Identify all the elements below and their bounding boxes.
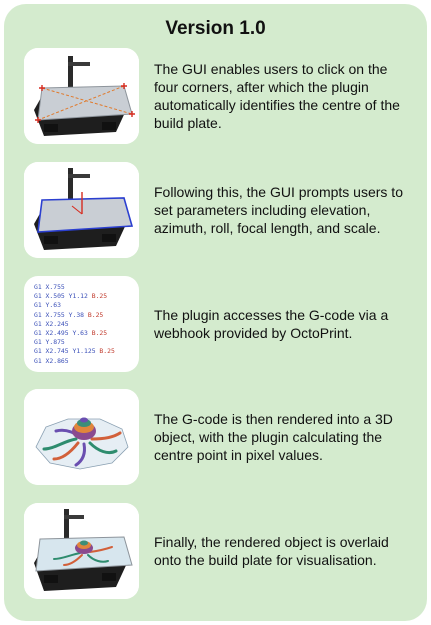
- step-4: The G-code is then rendered into a 3D ob…: [24, 389, 424, 485]
- step-1-text: The GUI enables users to click on the fo…: [154, 61, 400, 131]
- step-2-text: Following this, the GUI prompts users to…: [154, 184, 403, 236]
- step-5-text: Finally, the rendered object is overlaid…: [154, 534, 389, 568]
- gcode-line-code: G1 X.755 Y.38: [34, 310, 85, 319]
- gcode-line: G1 X.755 Y.38 B.25: [34, 311, 134, 320]
- gcode-line: G1 X2.745 Y1.125 B.25: [34, 347, 134, 356]
- printer-bed-parameters-image: [24, 162, 139, 258]
- panel-title: Version 1.0: [165, 18, 266, 39]
- step-3-text: The plugin accesses the G-code via a web…: [154, 307, 389, 341]
- gcode-line-code: G1 X2.495 Y.63: [34, 329, 88, 338]
- gcode-line-code: G1 X2.245: [34, 319, 69, 328]
- gcode-line: G1 X.505 Y1.12 B.25: [34, 292, 134, 301]
- gcode-line: G1 X2.495 Y.63 B.25: [34, 329, 134, 338]
- gcode-line-code: G1 X2.865: [34, 356, 69, 365]
- gcode-line: G1 X2.245: [34, 320, 134, 329]
- version-panel: Version 1.0 The GUI en: [4, 4, 427, 621]
- overlay-on-bed-image: [24, 503, 139, 599]
- step-5: Finally, the rendered object is overlaid…: [24, 503, 424, 599]
- gcode-line-code: G1 Y.875: [34, 338, 65, 347]
- printer-bed-corners-image: [24, 48, 139, 144]
- rendered-3d-object-image: [24, 389, 139, 485]
- gcode-line-extra: B.25: [84, 310, 104, 319]
- gcode-line-code: G1 X.505 Y1.12: [34, 292, 88, 301]
- gcode-line-extra: B.25: [95, 347, 115, 356]
- gcode-line-extra: B.25: [87, 329, 108, 338]
- gcode-line-code: G1 Y.63: [34, 301, 61, 310]
- step-1: The GUI enables users to click on the fo…: [24, 48, 424, 144]
- gcode-line-code: G1 X.755: [34, 283, 65, 291]
- gcode-line: G1 Y.875: [34, 338, 134, 347]
- gcode-line: G1 Y.63: [34, 301, 134, 310]
- gcode-line: G1 X.755: [34, 283, 134, 292]
- gcode-line: G1 X2.865: [34, 357, 134, 366]
- gcode-line-code: G1 X2.745 Y1.125: [34, 347, 96, 356]
- gcode-line-extra: B.25: [87, 292, 108, 301]
- step-2: Following this, the GUI prompts users to…: [24, 162, 424, 258]
- step-4-text: The G-code is then rendered into a 3D ob…: [154, 411, 393, 463]
